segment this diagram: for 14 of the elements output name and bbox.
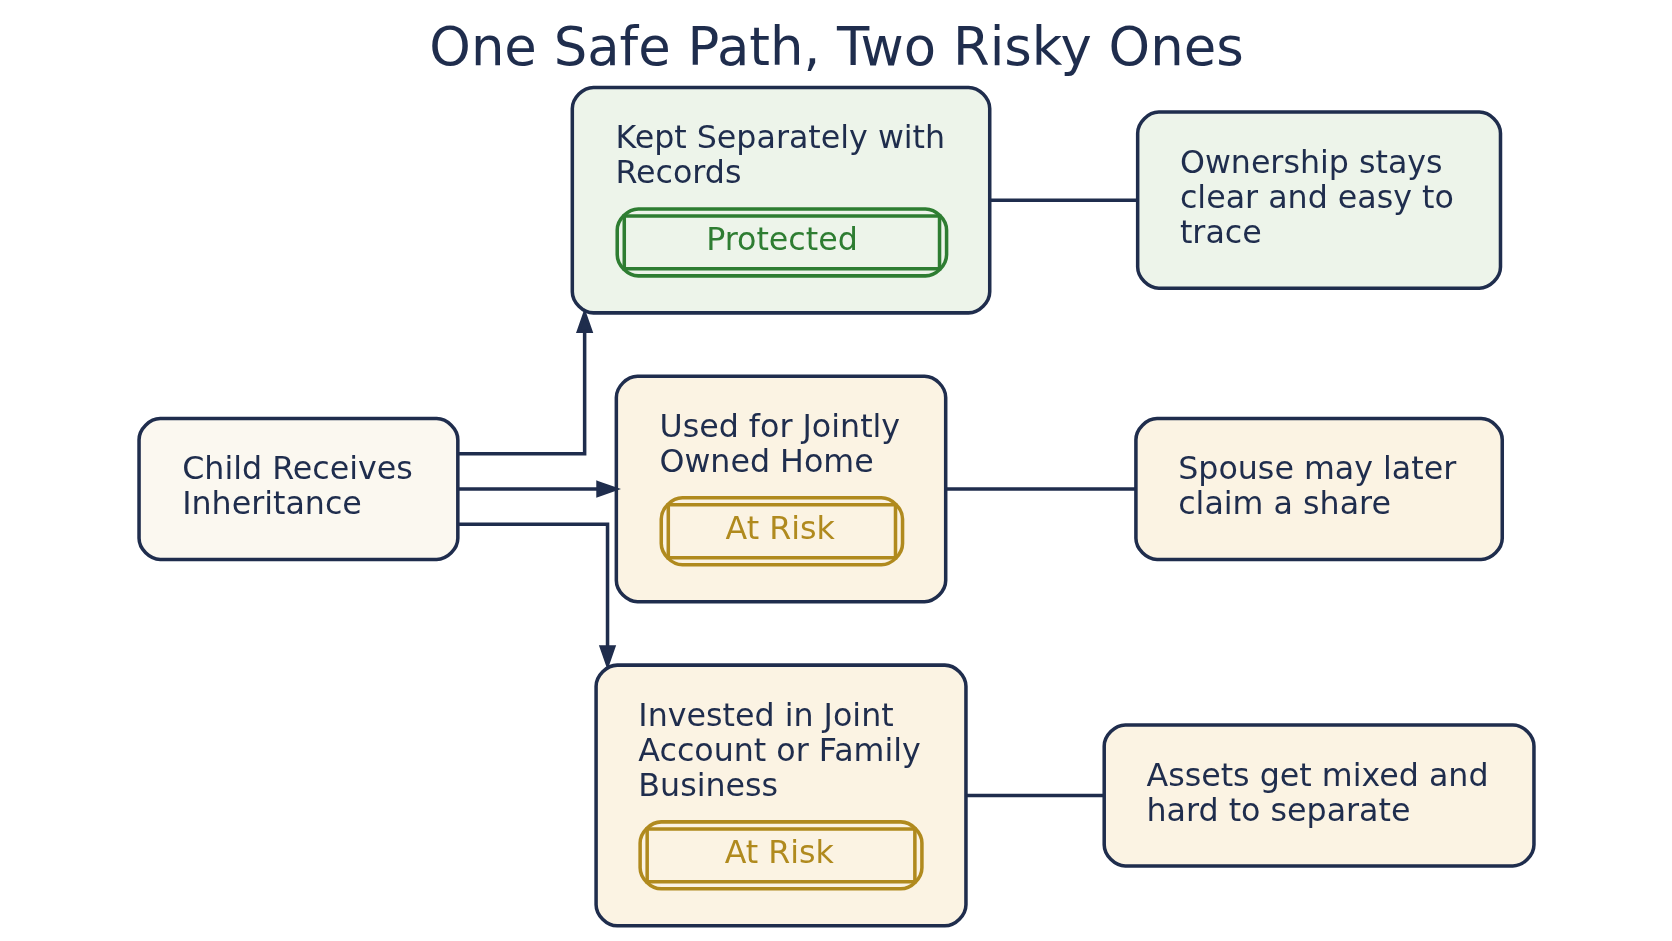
arrow <box>457 308 593 456</box>
node-box: Assets get mixed and hard to separate <box>1101 723 1536 868</box>
node-box: Child Receives Inheritance <box>136 416 460 562</box>
node-box: Invested in Joint Account or Family Business At Risk <box>593 663 968 928</box>
connector <box>965 793 1104 798</box>
node-box: Kept Separately with Records Protected <box>570 85 991 315</box>
node-box: Ownership stays clear and easy to trace <box>1135 110 1502 290</box>
node-box: Used for Jointly Owned Home At Risk <box>614 374 947 604</box>
arrow <box>457 480 621 498</box>
connector <box>989 198 1138 202</box>
arrow <box>457 522 616 670</box>
node-box: Spouse may later claim a share <box>1133 416 1504 562</box>
connector <box>945 487 1136 491</box>
diagram-title: One Safe Path, Two Risky Ones <box>428 15 1244 77</box>
